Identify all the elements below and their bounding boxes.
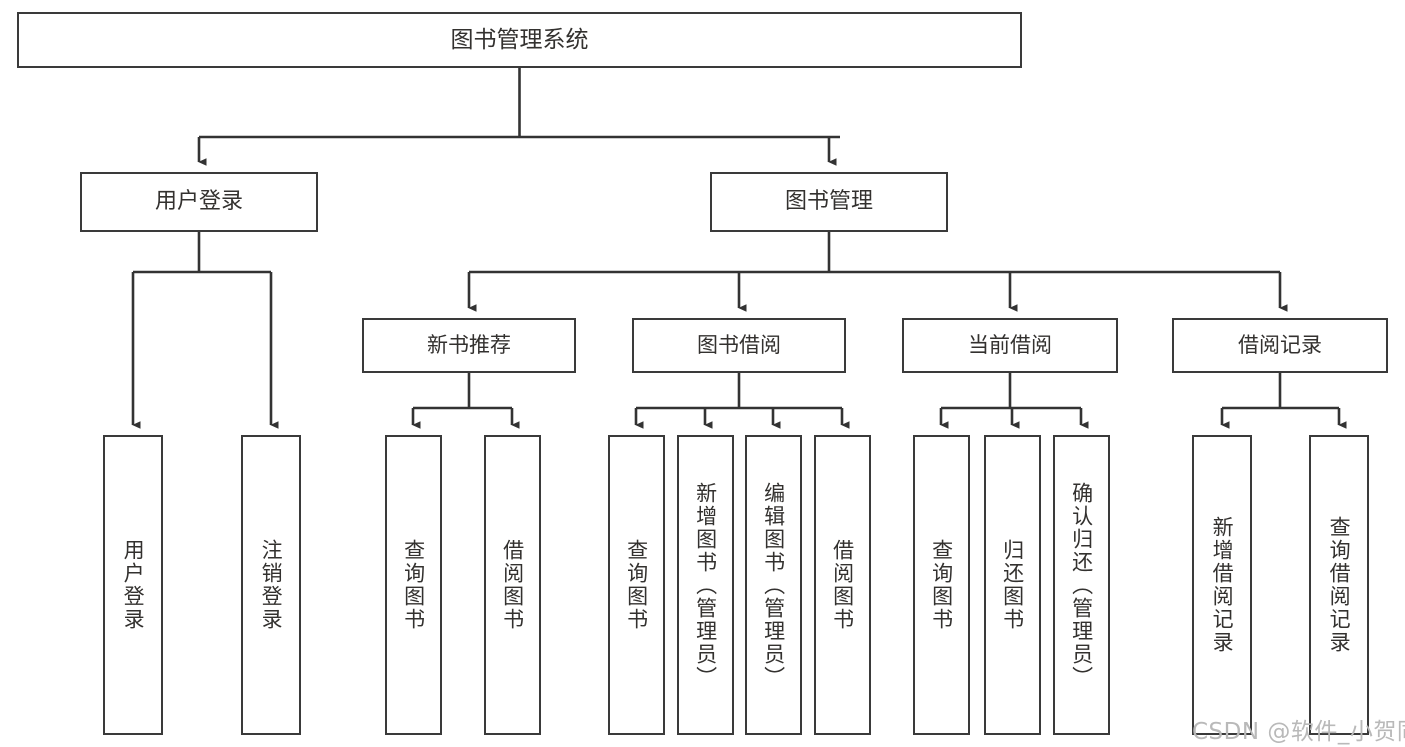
node-label: 新增借阅记录 (1210, 516, 1235, 654)
node-root-system[interactable]: 图书管理系统 (17, 12, 1022, 68)
leaf-query-book-borrow[interactable]: 查询图书 (608, 435, 665, 735)
leaf-add-book-admin[interactable]: 新增图书（管理员） (677, 435, 734, 735)
node-label: 借阅记录 (1238, 333, 1322, 358)
node-label: 借阅图书 (500, 539, 525, 631)
node-new-book-recommend[interactable]: 新书推荐 (362, 318, 576, 373)
node-book-borrow[interactable]: 图书借阅 (632, 318, 846, 373)
node-current-borrow[interactable]: 当前借阅 (902, 318, 1118, 373)
node-label: 图书管理 (784, 189, 873, 215)
node-label: 查询图书 (401, 539, 426, 631)
node-book-management[interactable]: 图书管理 (710, 172, 948, 232)
leaf-return-book[interactable]: 归还图书 (984, 435, 1041, 735)
node-label: 当前借阅 (968, 333, 1052, 358)
node-borrow-record[interactable]: 借阅记录 (1172, 318, 1388, 373)
node-label: 图书管理系统 (450, 26, 589, 53)
leaf-user-login[interactable]: 用户登录 (103, 435, 163, 735)
watermark-csdn: CSDN @软件_小贺同学 (1192, 719, 1405, 745)
node-label: 编辑图书（管理员） (761, 481, 786, 689)
node-label: 查询图书 (624, 539, 649, 631)
leaf-query-book-new[interactable]: 查询图书 (385, 435, 442, 735)
leaf-edit-book-admin[interactable]: 编辑图书（管理员） (745, 435, 802, 735)
leaf-borrow-book[interactable]: 借阅图书 (814, 435, 871, 735)
node-label: 注销登录 (259, 539, 284, 631)
leaf-user-logout[interactable]: 注销登录 (241, 435, 301, 735)
node-label: 确认归还（管理员） (1069, 481, 1094, 689)
node-label: 图书借阅 (697, 333, 781, 358)
leaf-add-borrow-record[interactable]: 新增借阅记录 (1192, 435, 1252, 735)
node-label: 用户登录 (154, 189, 243, 215)
node-label: 用户登录 (121, 539, 146, 631)
leaf-query-borrow-record[interactable]: 查询借阅记录 (1309, 435, 1369, 735)
leaf-confirm-return-admin[interactable]: 确认归还（管理员） (1053, 435, 1110, 735)
leaf-query-book-current[interactable]: 查询图书 (913, 435, 970, 735)
node-label: 新增图书（管理员） (693, 481, 718, 689)
node-label: 查询图书 (929, 539, 954, 631)
node-label: 借阅图书 (830, 539, 855, 631)
node-user-login[interactable]: 用户登录 (80, 172, 318, 232)
node-label: 归还图书 (1000, 539, 1025, 631)
node-label: 查询借阅记录 (1327, 516, 1352, 654)
node-label: 新书推荐 (427, 333, 511, 358)
leaf-borrow-book-new[interactable]: 借阅图书 (484, 435, 541, 735)
